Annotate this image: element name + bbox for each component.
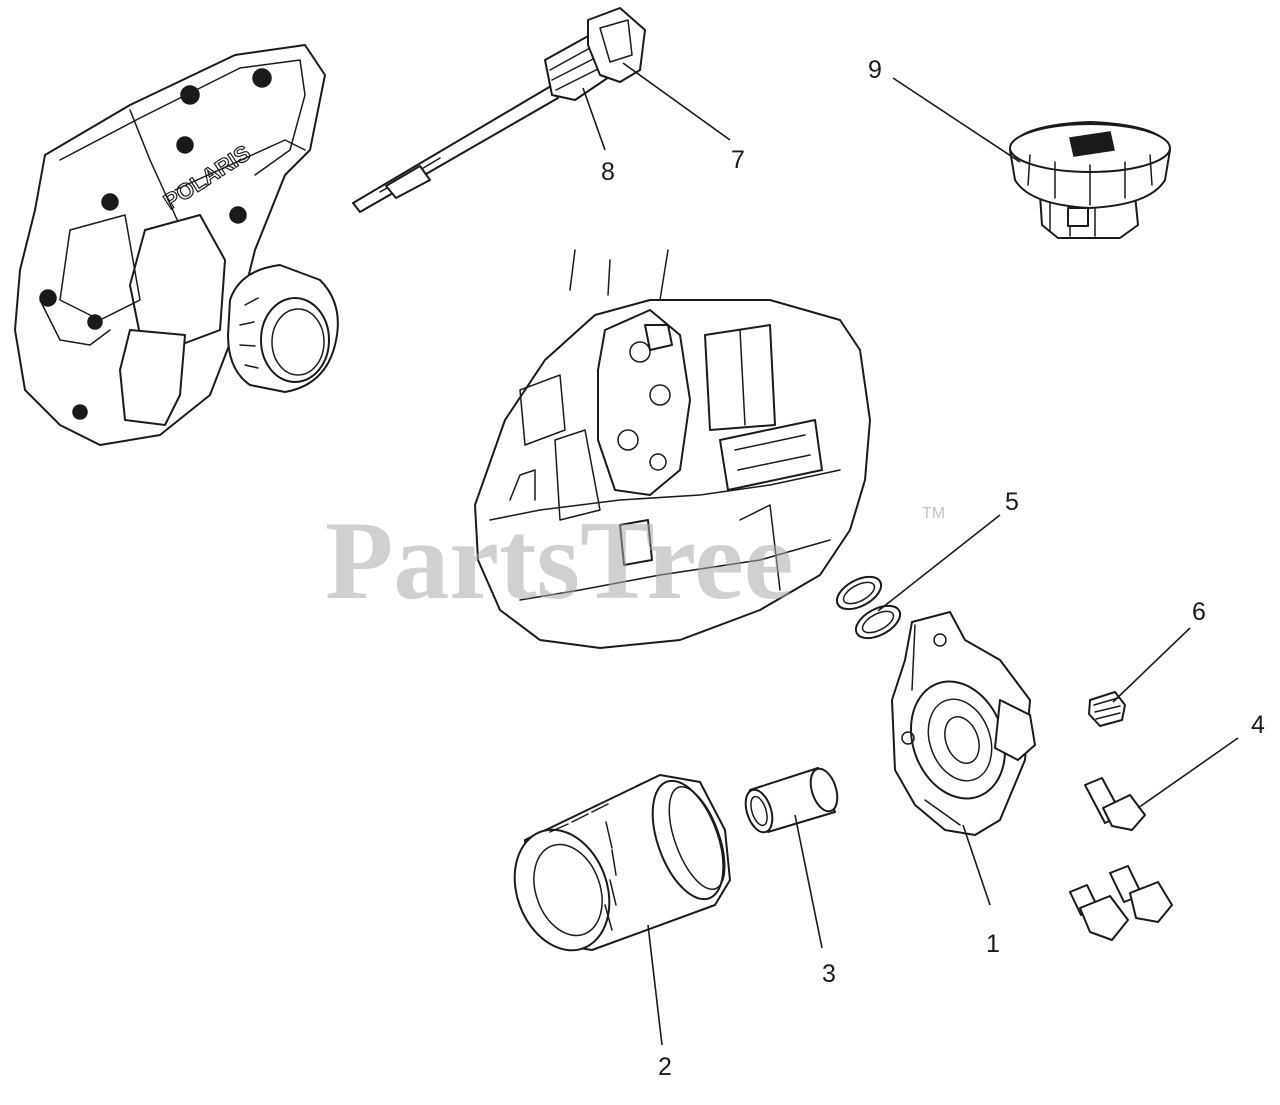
callout-numbers: 1 2 3 4 5 6 7 8 9 — [601, 56, 1265, 1081]
callout-6: 6 — [1192, 598, 1206, 626]
leader-4 — [1137, 737, 1239, 809]
leader-7 — [622, 62, 731, 141]
callout-3: 3 — [822, 960, 836, 988]
leader-9 — [892, 77, 1021, 163]
leader-2 — [647, 924, 663, 1046]
bolt-b — [1069, 884, 1129, 941]
callout-5: 5 — [1005, 488, 1019, 516]
oil-filter-adapter — [891, 611, 1036, 836]
watermark: PartsTree TM — [325, 499, 945, 623]
leader-1 — [962, 824, 991, 906]
watermark-trademark: TM — [922, 505, 945, 522]
bolt-c — [1109, 865, 1173, 923]
oil-fill-cap — [1009, 121, 1171, 239]
leader-lines — [582, 62, 1239, 1046]
engine-head-assembly: POLARIS — [14, 44, 339, 446]
leader-6 — [1112, 627, 1191, 703]
callout-4: 4 — [1251, 711, 1265, 739]
o-rings — [835, 575, 902, 640]
leader-8 — [582, 87, 606, 151]
callout-1: 1 — [986, 930, 1000, 958]
watermark-text: PartsTree — [325, 499, 794, 623]
oil-filter — [513, 774, 731, 952]
callout-2: 2 — [658, 1053, 672, 1081]
leader-3 — [794, 814, 823, 949]
callout-9: 9 — [868, 56, 882, 84]
bolt-a — [1084, 777, 1146, 831]
drain-plug — [1088, 691, 1126, 727]
callout-7: 7 — [731, 146, 745, 174]
dipstick — [352, 7, 646, 213]
engine-block — [474, 249, 871, 649]
bolts — [1069, 777, 1173, 941]
leader-5 — [877, 514, 1001, 612]
spacer-sleeve — [744, 767, 839, 834]
callout-8: 8 — [601, 158, 615, 186]
